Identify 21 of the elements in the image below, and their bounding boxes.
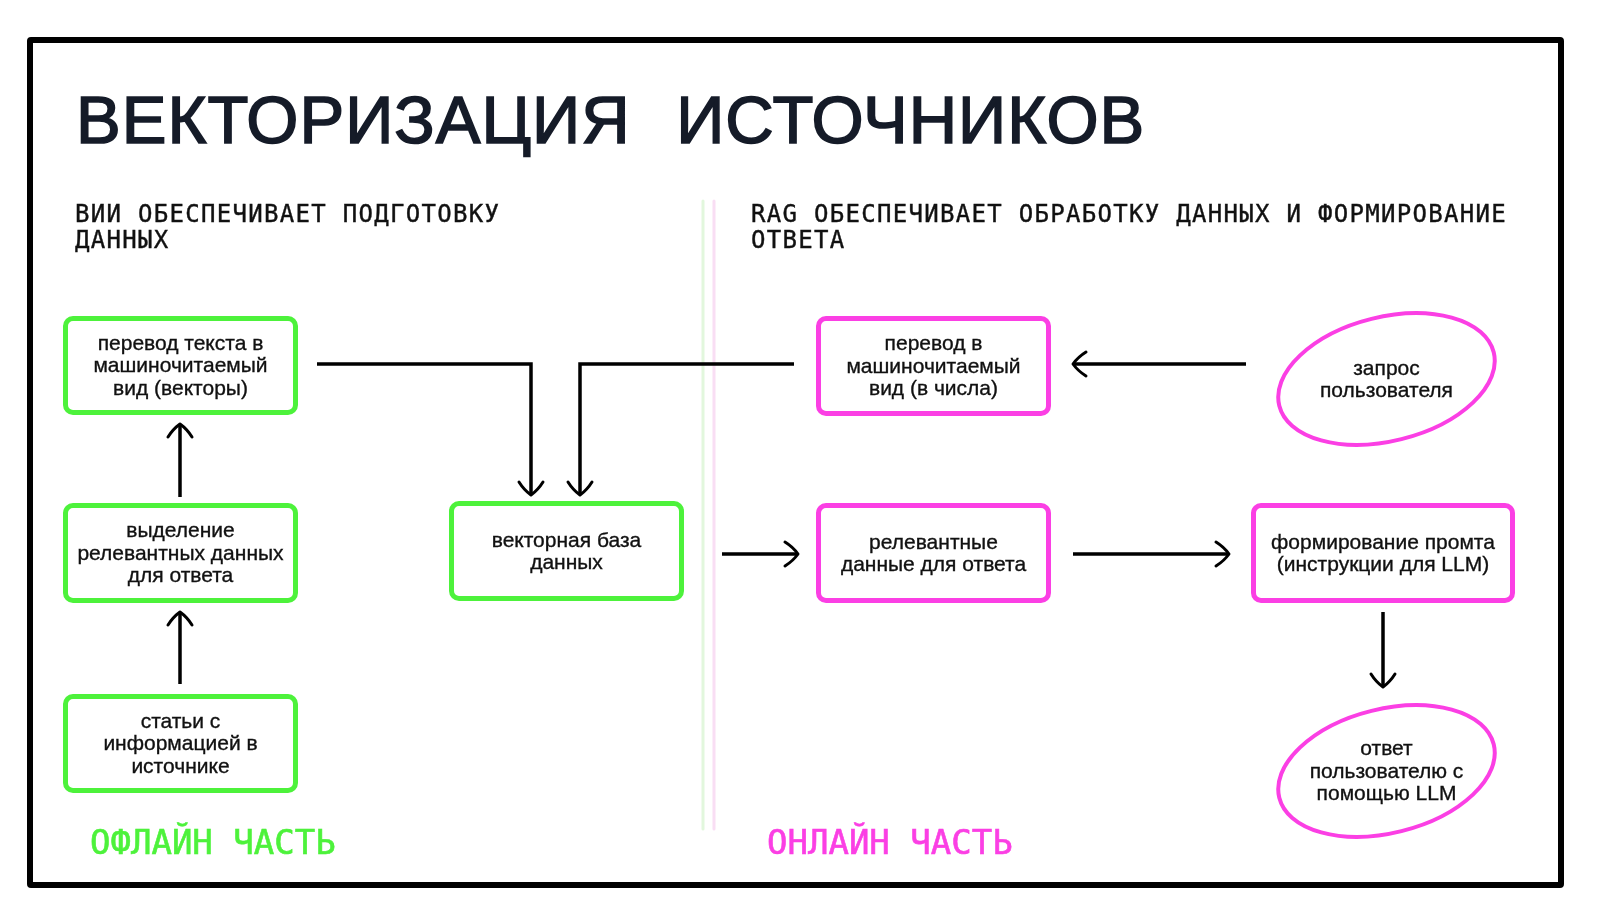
- step-label: векторная база данных: [490, 528, 643, 574]
- section-label: ОНЛАЙН ЧАСТЬ: [767, 822, 1013, 862]
- step-label: перевод текста в машиночитаемый вид (векторы): [92, 331, 269, 400]
- section-heading: RAG ОБЕСПЕЧИВАЕТ ОБРАБОТКУ ДАННЫХ И ФОРМИРОВАНИЕ ОТВЕТА: [751, 201, 1508, 253]
- process-box: [1251, 503, 1515, 603]
- section-heading: ВИИ ОБЕСПЕЧИВАЕТ ПОДГОТОВКУ ДАННЫХ: [75, 201, 502, 253]
- process-box: [63, 316, 298, 415]
- step-label: релевантные данные для ответа: [839, 530, 1028, 576]
- section-label: ОФЛАЙН ЧАСТЬ: [90, 822, 336, 862]
- process-box: [63, 694, 298, 793]
- process-box: [816, 316, 1051, 416]
- process-box: [449, 501, 684, 601]
- step-label: формирование промта (инструкции для LLM): [1270, 530, 1496, 576]
- step-label: перевод в машиночитаемый вид (в числа): [845, 332, 1022, 400]
- step-label: запрос пользователя: [1319, 356, 1454, 402]
- diagram-title: ВЕКТОРИЗАЦИЯ ИСТОЧНИКОВ: [76, 81, 1146, 159]
- step-label: статьи с информацией в источнике: [102, 709, 259, 778]
- step-label: выделение релевантных данных для ответа: [76, 519, 285, 587]
- process-box: [63, 503, 298, 603]
- process-box: [816, 503, 1051, 603]
- step-label: ответ пользователю с помощью LLM: [1308, 737, 1465, 805]
